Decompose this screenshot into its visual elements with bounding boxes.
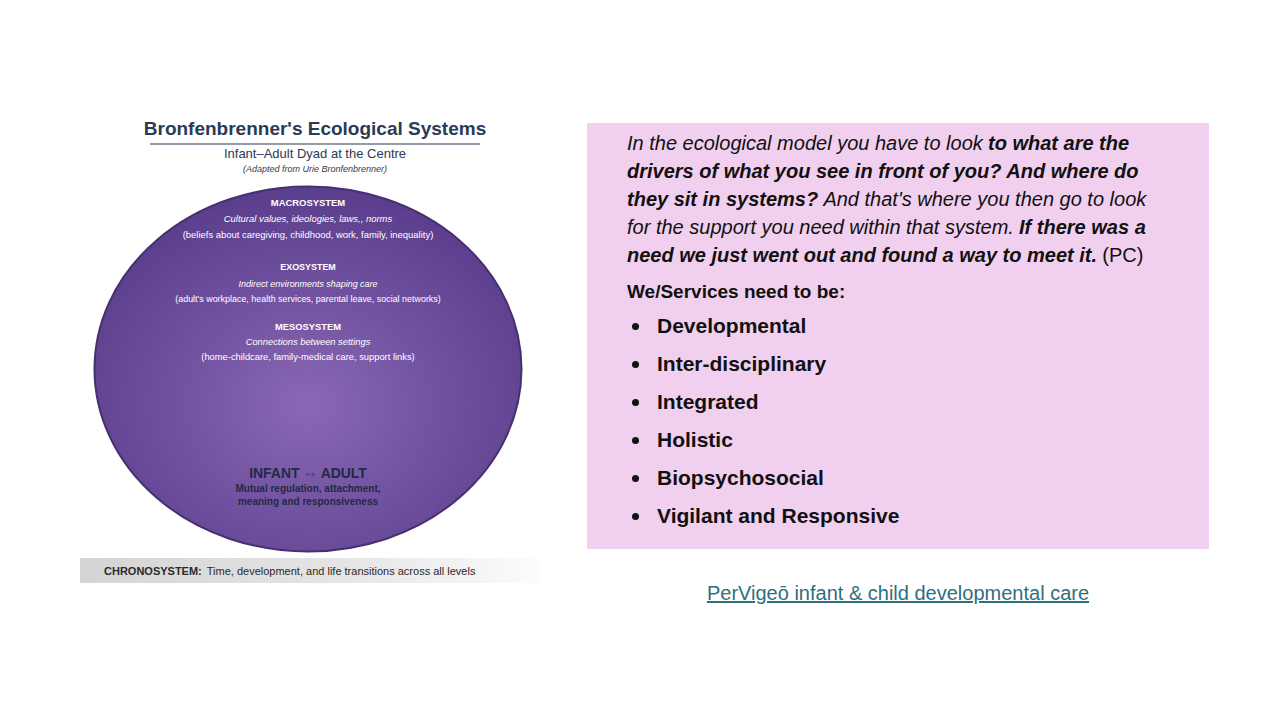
source-note: (Adapted from Urie Bronfenbrenner) [55, 163, 575, 175]
chronosystem-name: CHRONOSYSTEM: [104, 564, 202, 578]
list-heading: We/Services need to be: [627, 279, 1173, 305]
bullet-list: DevelopmentalInter-disciplinaryIntegrate… [627, 307, 1173, 535]
macrosystem-ellipse: INFANT ⇔ ADULTMutual regulation, attachm… [93, 185, 523, 553]
quote-paragraph: In the ecological model you have to look… [627, 129, 1173, 269]
system-examples: (beliefs about caregiving, childhood, wo… [93, 227, 523, 242]
bullet-item: Inter-disciplinary [627, 345, 1173, 383]
system-description: Indirect environments shaping care [108, 276, 508, 292]
bullet-item: Developmental [627, 307, 1173, 345]
ring-text-group: MACROSYSTEMCultural values, ideologies, … [93, 194, 523, 242]
system-examples: (home-childcare, family-medical care, su… [122, 350, 494, 364]
chronosystem-description: Time, development, and life transitions … [207, 564, 476, 578]
system-description: Mutual regulation, attachment, meaning a… [216, 482, 401, 508]
ring-text-group: EXOSYSTEMIndirect environments shaping c… [108, 259, 508, 306]
quote-text: (PC) [1102, 244, 1143, 266]
bullet-item: Holistic [627, 421, 1173, 459]
bullet-item: Biopsychosocial [627, 459, 1173, 497]
ring-text-group: MESOSYSTEMConnections between settings(h… [122, 319, 494, 364]
subtitle: Infant–Adult Dyad at the Centre [55, 146, 575, 162]
system-ring [95, 187, 522, 552]
system-name: EXOSYSTEM [108, 259, 508, 276]
diagram-title: Bronfenbrenner's Ecological Systems [55, 117, 575, 141]
bullet-item: Integrated [627, 383, 1173, 421]
title-underline [150, 143, 480, 144]
quote-text: In the ecological model you have to look [627, 132, 983, 154]
system-examples: (adult's workplace, health services, par… [108, 292, 508, 306]
system-description: Cultural values, ideologies, laws,, norm… [93, 211, 523, 227]
system-description: Connections between settings [122, 335, 494, 350]
system-name: MESOSYSTEM [122, 319, 494, 335]
system-name: MACROSYSTEM [93, 194, 523, 211]
link-text: PerVigeō infant & child developmental ca… [587, 581, 1209, 605]
quote-panel: In the ecological model you have to look… [587, 123, 1209, 549]
system-name: INFANT ⇔ ADULT [138, 464, 478, 482]
chronosystem-band: CHRONOSYSTEM: Time, development, and life… [80, 558, 540, 583]
bullet-item: Vigilant and Responsive [627, 497, 1173, 535]
